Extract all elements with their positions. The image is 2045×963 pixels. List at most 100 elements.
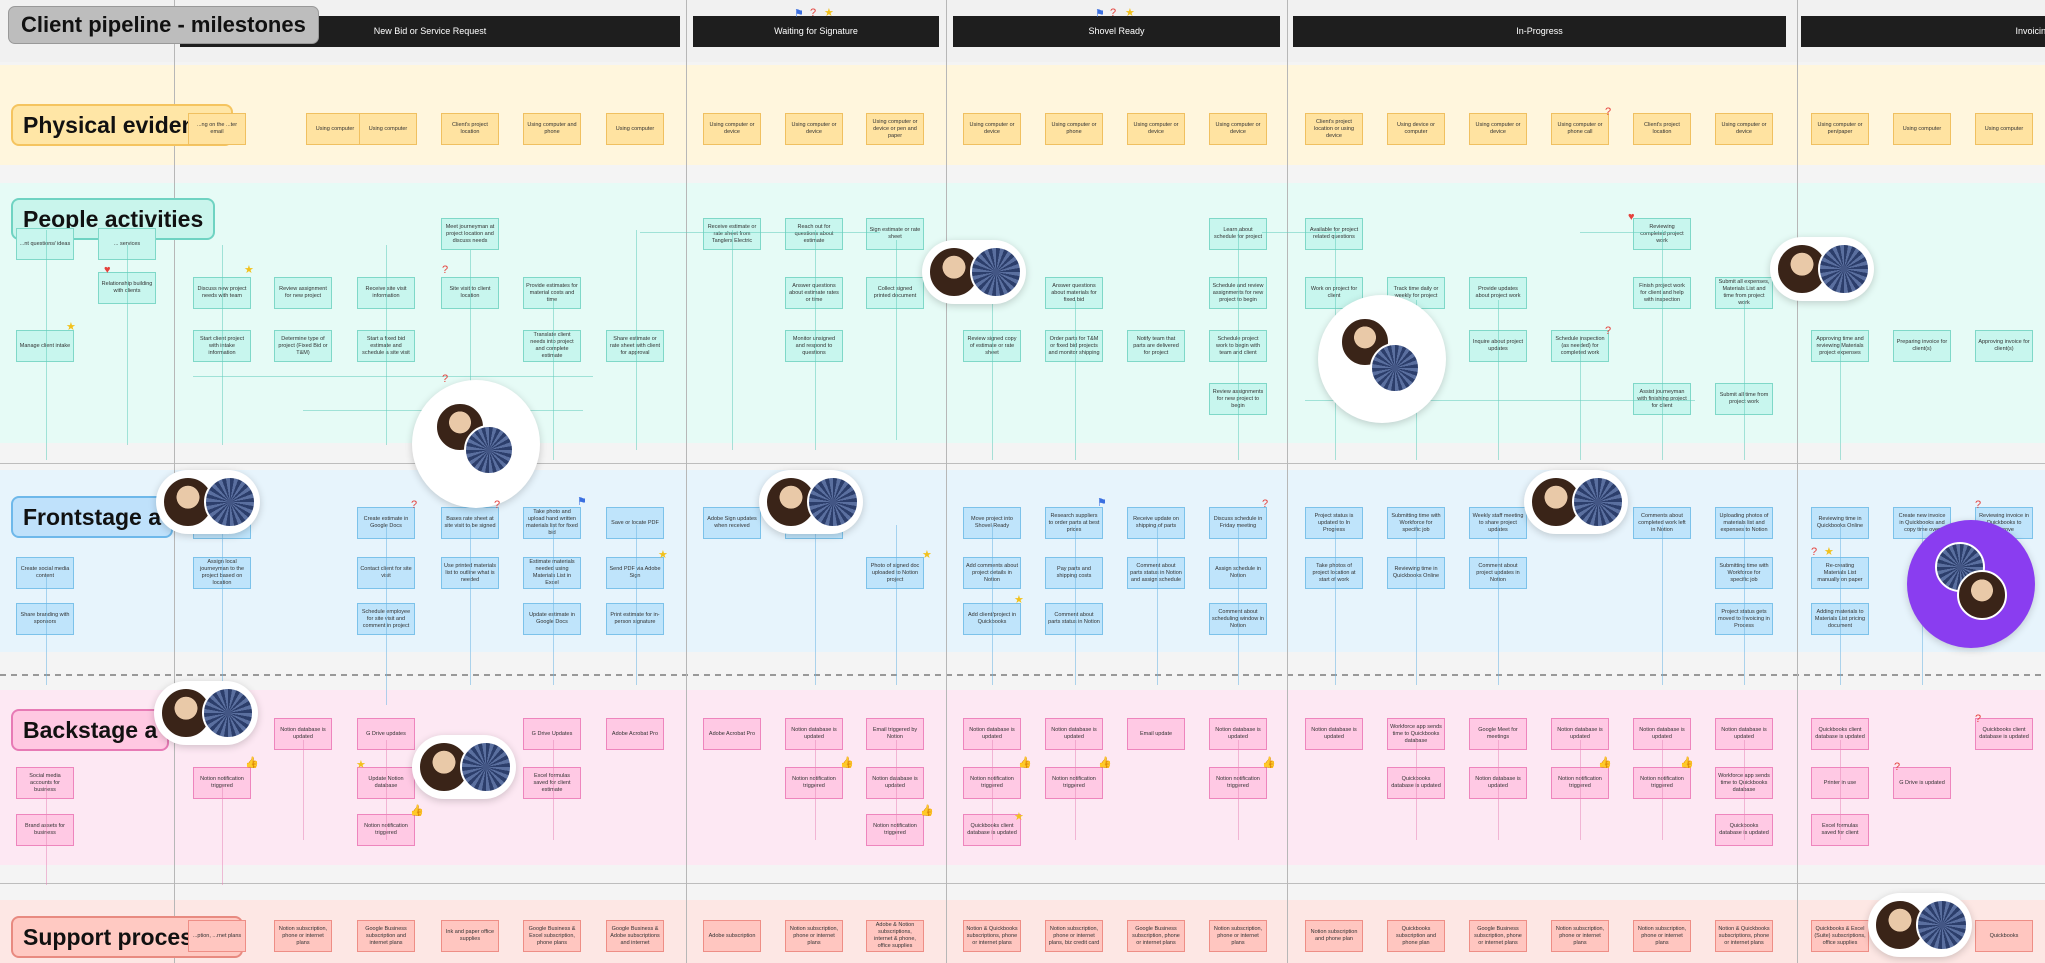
- sticky-note-support[interactable]: Notion subscription, phone or internet p…: [785, 920, 843, 952]
- sticky-note-support[interactable]: Notion & Quickbooks subscriptions, phone…: [1715, 920, 1773, 952]
- sticky-note-frontstage[interactable]: Comment about parts status in Notion: [1045, 603, 1103, 635]
- sticky-note-physical[interactable]: Using computer: [1975, 113, 2033, 145]
- sticky-note-backstage[interactable]: Notion notification triggered: [866, 814, 924, 846]
- sticky-note-support[interactable]: Notion subscription, phone or internet p…: [274, 920, 332, 952]
- sticky-note-people[interactable]: Review assignment for new project: [274, 277, 332, 309]
- stage-header[interactable]: Invoicing: [1801, 16, 2045, 47]
- sticky-note-frontstage[interactable]: Receive update on shipping of parts: [1127, 507, 1185, 539]
- sticky-note-backstage[interactable]: Notion database is updated: [1045, 718, 1103, 750]
- collaborator-avatars[interactable]: [759, 470, 863, 534]
- sticky-note-support[interactable]: Notion subscription, phone or internet p…: [1209, 920, 1267, 952]
- sticky-note-people[interactable]: Order parts for T&M or fixed bid project…: [1045, 330, 1103, 362]
- sticky-note-people[interactable]: Provide estimates for material costs and…: [523, 277, 581, 309]
- sticky-note-physical[interactable]: Using computer or pen/paper: [1811, 113, 1869, 145]
- sticky-note-backstage[interactable]: Notion notification triggered: [1045, 767, 1103, 799]
- sticky-note-frontstage[interactable]: Share branding with sponsors: [16, 603, 74, 635]
- sticky-note-people[interactable]: Answer questions about materials for fix…: [1045, 277, 1103, 309]
- stage-header[interactable]: Waiting for Signature: [693, 16, 939, 47]
- sticky-note-people[interactable]: Available for project related questions: [1305, 218, 1363, 250]
- sticky-note-frontstage[interactable]: Print estimate for in-person signature: [606, 603, 664, 635]
- sticky-note-support[interactable]: Notion subscription and phone plan: [1305, 920, 1363, 952]
- sticky-note-support[interactable]: Notion subscription, phone or internet p…: [1551, 920, 1609, 952]
- sticky-note-support[interactable]: Ink and paper office supplies: [441, 920, 499, 952]
- sticky-note-backstage[interactable]: Adobe Acrobat Pro: [703, 718, 761, 750]
- sticky-note-physical[interactable]: Using computer or phone: [1045, 113, 1103, 145]
- sticky-note-people[interactable]: Determine type of project (Fixed Bid or …: [274, 330, 332, 362]
- lane-label-backstage[interactable]: Backstage a: [11, 709, 169, 751]
- sticky-note-physical[interactable]: Using computer or device: [1469, 113, 1527, 145]
- sticky-note-physical[interactable]: Using computer: [306, 113, 364, 145]
- sticky-note-physical[interactable]: Using computer: [1893, 113, 1951, 145]
- sticky-note-support[interactable]: Google Business & Adobe subscriptions an…: [606, 920, 664, 952]
- sticky-note-support[interactable]: Quickbooks: [1975, 920, 2033, 952]
- sticky-note-support[interactable]: Quickbooks & Excel (Suite) subscriptions…: [1811, 920, 1869, 952]
- stage-header[interactable]: In-Progress: [1293, 16, 1786, 47]
- sticky-note-support[interactable]: Quickbooks subscription and phone plan: [1387, 920, 1445, 952]
- collaborator-avatars-active[interactable]: [1907, 520, 2035, 648]
- sticky-note-physical[interactable]: Using computer: [359, 113, 417, 145]
- sticky-note-frontstage[interactable]: Take photo and upload hand written mater…: [523, 507, 581, 539]
- sticky-note-frontstage[interactable]: Pay parts and shipping costs: [1045, 557, 1103, 589]
- collaborator-avatars[interactable]: [156, 470, 260, 534]
- sticky-note-people[interactable]: Approving invoice for client(s): [1975, 330, 2033, 362]
- sticky-note-backstage[interactable]: G Drive Updates: [523, 718, 581, 750]
- sticky-note-frontstage[interactable]: Adobe Sign updates when received: [703, 507, 761, 539]
- sticky-note-frontstage[interactable]: Create social media content: [16, 557, 74, 589]
- sticky-note-people[interactable]: Reach out for questions about estimate: [785, 218, 843, 250]
- sticky-note-frontstage[interactable]: Photo of signed doc uploaded to Notion p…: [866, 557, 924, 589]
- sticky-note-frontstage[interactable]: Save or locate PDF: [606, 507, 664, 539]
- sticky-note-people[interactable]: Meet journeyman at project location and …: [441, 218, 499, 250]
- sticky-note-frontstage[interactable]: Send PDF via Adobe Sign: [606, 557, 664, 589]
- sticky-note-backstage[interactable]: Notion notification triggered: [785, 767, 843, 799]
- board-title[interactable]: Client pipeline - milestones: [8, 6, 319, 44]
- sticky-note-physical[interactable]: Using computer or device: [1209, 113, 1267, 145]
- collaborator-avatars[interactable]: [154, 681, 258, 745]
- sticky-note-people[interactable]: Share estimate or rate sheet with client…: [606, 330, 664, 362]
- sticky-note-frontstage[interactable]: Update estimate in Google Docs: [523, 603, 581, 635]
- sticky-note-backstage[interactable]: Social media accounts for business: [16, 767, 74, 799]
- sticky-note-frontstage[interactable]: Take photos of project location at start…: [1305, 557, 1363, 589]
- collaborator-avatars[interactable]: [1318, 295, 1446, 423]
- sticky-note-support[interactable]: Notion & Quickbooks subscriptions, phone…: [963, 920, 1021, 952]
- sticky-note-people[interactable]: Sign estimate or rate sheet: [866, 218, 924, 250]
- sticky-note-support[interactable]: Google Business subscription, phone or i…: [1469, 920, 1527, 952]
- sticky-note-support[interactable]: Google Business subscription and interne…: [357, 920, 415, 952]
- sticky-note-support[interactable]: Adobe & Notion subscriptions, internet &…: [866, 920, 924, 952]
- sticky-note-frontstage[interactable]: Comment about parts status in Notion and…: [1127, 557, 1185, 589]
- sticky-note-backstage[interactable]: Notion database is updated: [866, 767, 924, 799]
- sticky-note-people[interactable]: Collect signed printed document: [866, 277, 924, 309]
- sticky-note-backstage[interactable]: G Drive is updated: [1893, 767, 1951, 799]
- sticky-note-people[interactable]: ...nt questions/ ideas: [16, 228, 74, 260]
- sticky-note-people[interactable]: Answer questions about estimate rates or…: [785, 277, 843, 309]
- sticky-note-frontstage[interactable]: Estimate materials needed using Material…: [523, 557, 581, 589]
- sticky-note-backstage[interactable]: Email triggered by Notion: [866, 718, 924, 750]
- sticky-note-physical[interactable]: Using computer or device: [963, 113, 1021, 145]
- sticky-note-physical[interactable]: Using computer or phone call: [1551, 113, 1609, 145]
- sticky-note-physical[interactable]: Using computer and phone: [523, 113, 581, 145]
- sticky-note-physical[interactable]: Client's project location: [441, 113, 499, 145]
- sticky-note-people[interactable]: Preparing invoice for client(s): [1893, 330, 1951, 362]
- sticky-note-people[interactable]: Translate client needs into project and …: [523, 330, 581, 362]
- sticky-note-backstage[interactable]: Brand assets for business: [16, 814, 74, 846]
- collaborator-avatars[interactable]: [922, 240, 1026, 304]
- sticky-note-physical[interactable]: Client's project location: [1633, 113, 1691, 145]
- sticky-note-support[interactable]: Notion subscription, phone or internet p…: [1633, 920, 1691, 952]
- sticky-note-backstage[interactable]: Adobe Acrobat Pro: [606, 718, 664, 750]
- sticky-note-backstage[interactable]: Quickbooks client database is updated: [1975, 718, 2033, 750]
- collaborator-avatars[interactable]: [1868, 893, 1972, 957]
- collaborator-avatars[interactable]: [412, 380, 540, 508]
- sticky-note-support[interactable]: Adobe subscription: [703, 920, 761, 952]
- sticky-note-support[interactable]: Google Business subscription, phone or i…: [1127, 920, 1185, 952]
- sticky-note-people[interactable]: Manage client intake: [16, 330, 74, 362]
- lane-label-frontstage[interactable]: Frontstage a: [11, 496, 173, 538]
- sticky-note-physical[interactable]: Using computer or device: [1127, 113, 1185, 145]
- sticky-note-backstage[interactable]: Email update: [1127, 718, 1185, 750]
- sticky-note-support[interactable]: Google Business & Excel subscription, ph…: [523, 920, 581, 952]
- collaborator-avatars[interactable]: [1770, 237, 1874, 301]
- collaborator-avatars[interactable]: [412, 735, 516, 799]
- sticky-note-physical[interactable]: ...ng on the ...ter email: [188, 113, 246, 145]
- collaborator-avatars[interactable]: [1524, 470, 1628, 534]
- sticky-note-backstage[interactable]: Notion database is updated: [785, 718, 843, 750]
- sticky-note-frontstage[interactable]: Project status is updated to In Progress: [1305, 507, 1363, 539]
